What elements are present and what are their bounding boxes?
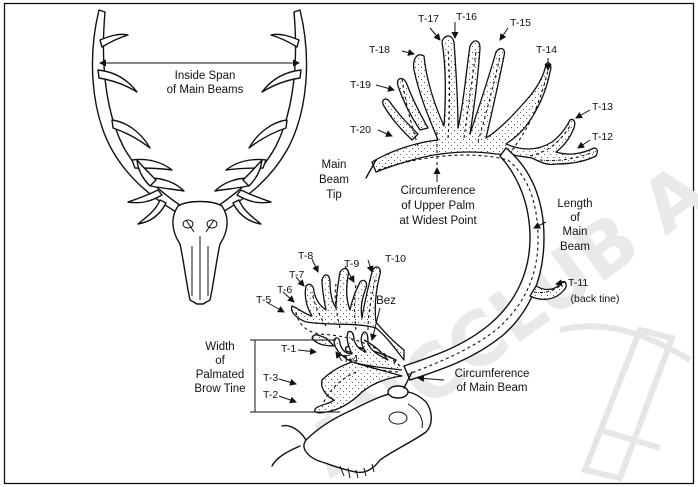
tine-label-t5: T-5 <box>256 294 271 306</box>
tine-label-t15: T-15 <box>510 17 531 29</box>
tine-label-t11: T-11 <box>568 277 588 289</box>
label-back-tine: (back tine) <box>570 293 619 305</box>
label-inside-span-2: of Main Beams <box>167 84 244 96</box>
label-width-brow-3: Palmated <box>196 369 245 381</box>
label-width-brow-4: Brow Tine <box>194 383 245 395</box>
tine-label-t12: T-12 <box>592 131 613 143</box>
tine-label-t19: T-19 <box>350 79 371 91</box>
tine-label-t4: T-4 <box>343 353 358 365</box>
tine-label-t9: T-9 <box>344 258 359 270</box>
label-inside-span-1: Inside Span <box>175 70 236 82</box>
tine-label-t7: T-7 <box>289 269 304 281</box>
label-bez: Bez <box>376 295 396 307</box>
tine-label-t1: T-1 <box>281 343 296 355</box>
tine-label-t3: T-3 <box>263 372 278 384</box>
tine-label-t14: T-14 <box>536 44 557 56</box>
label-width-brow-2: of <box>215 355 225 367</box>
tine-label-t2: T-2 <box>263 389 278 401</box>
label-length-main-beam-4: Beam <box>560 241 590 253</box>
label-circ-upper-palm-1: Circumference <box>401 185 476 197</box>
tine-label-t6: T-6 <box>277 284 292 296</box>
label-width-brow-1: Width <box>205 341 234 353</box>
tine-label-t16: T-16 <box>456 11 477 23</box>
label-length-main-beam-2: of <box>570 212 580 224</box>
label-circ-main-beam-2: of Main Beam <box>457 382 528 394</box>
tine-label-t10: T-10 <box>385 253 406 265</box>
tine-label-t18: T-18 <box>369 44 390 56</box>
tine-label-t20: T-20 <box>350 124 371 136</box>
tine-label-t8: T-8 <box>298 250 313 262</box>
label-main-beam-tip-1: Main <box>322 159 347 171</box>
watermark-emblem <box>560 326 690 478</box>
label-length-main-beam-1: Length <box>557 198 592 210</box>
front-view-antlers <box>92 10 306 304</box>
label-circ-main-beam-1: Circumference <box>455 368 530 380</box>
label-main-beam-tip-2: Beam <box>319 174 349 186</box>
label-main-beam-tip-3: Tip <box>326 189 342 201</box>
tine-label-t13: T-13 <box>592 101 613 113</box>
label-circ-upper-palm-3: at Widest Point <box>399 215 477 227</box>
tine-label-t17: T-17 <box>418 13 439 25</box>
label-length-main-beam-3: Main <box>563 226 588 238</box>
label-circ-upper-palm-2: of Upper Palm <box>401 200 475 212</box>
